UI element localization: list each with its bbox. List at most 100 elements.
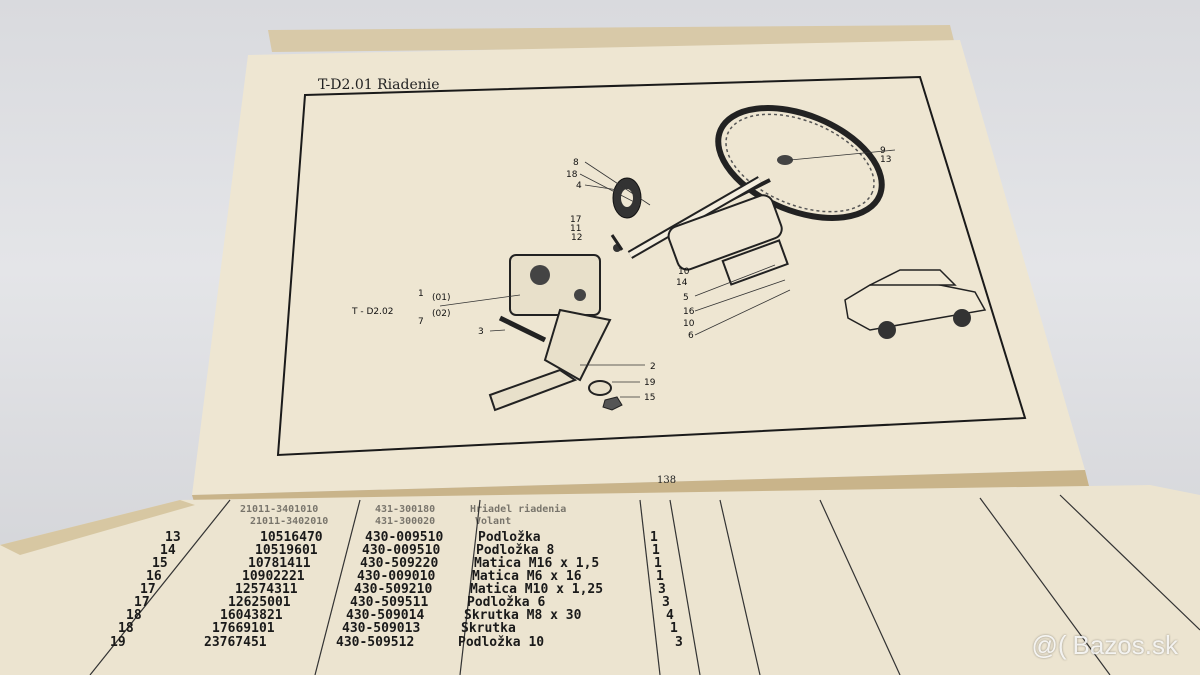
page-shadow-edge (192, 470, 1090, 505)
at-icon: @( (1031, 630, 1067, 660)
svg-text:17669101: 17669101 (212, 621, 275, 636)
callout-8: 8 (573, 158, 579, 168)
table-row: 16 10902221 430-009010 Matica M6 x 16 1 (146, 569, 664, 584)
svg-text:Hriadel riadenia: Hriadel riadenia (470, 503, 566, 515)
svg-text:430-509013: 430-509013 (342, 621, 420, 636)
svg-text:431-300020: 431-300020 (375, 516, 435, 527)
callout-11: 11 (570, 224, 581, 234)
svg-text:10781411: 10781411 (248, 556, 311, 571)
svg-text:1: 1 (656, 569, 664, 584)
callout-2: 2 (650, 362, 656, 372)
callout-ref-02: (02) (432, 309, 450, 319)
svg-text:1: 1 (650, 530, 658, 545)
svg-text:Podložka 8: Podložka 8 (476, 543, 554, 558)
svg-text:1: 1 (654, 556, 662, 571)
callout-labels: 8 18 4 17 11 12 9 13 10 14 5 16 10 6 1 7… (351, 146, 896, 403)
svg-text:430-509512: 430-509512 (336, 635, 414, 650)
callout-1: 1 (418, 289, 424, 299)
svg-text:17: 17 (140, 582, 156, 597)
callout-7: 7 (418, 317, 424, 327)
callout-6: 6 (688, 331, 694, 341)
svg-text:Matica M10 x 1,25: Matica M10 x 1,25 (470, 582, 603, 597)
svg-text:15: 15 (152, 556, 168, 571)
callout-12: 12 (571, 233, 582, 243)
svg-text:3: 3 (675, 635, 683, 650)
svg-text:430-509511: 430-509511 (350, 595, 428, 610)
callout-18: 18 (566, 170, 578, 180)
callout-4: 4 (576, 181, 582, 191)
callout-3: 3 (478, 327, 484, 337)
svg-text:17: 17 (134, 595, 150, 610)
svg-text:Skrutka M8 x 30: Skrutka M8 x 30 (464, 608, 582, 623)
lower-paper (0, 485, 1200, 675)
svg-text:430-509014: 430-509014 (346, 608, 424, 623)
car-drawing (844, 269, 987, 339)
callout-13: 13 (880, 155, 891, 165)
table-row: 17 12574311 430-509210 Matica M10 x 1,25… (140, 582, 666, 597)
svg-text:10519601: 10519601 (255, 543, 318, 558)
parts-table-rows: 13 10516470 430-009510 Podložka 1 14 105… (110, 530, 683, 650)
svg-text:430-009010: 430-009010 (357, 569, 435, 584)
svg-text:16: 16 (146, 569, 162, 584)
callout-10b: 10 (683, 319, 695, 329)
svg-text:23767451: 23767451 (204, 635, 267, 650)
svg-text:21011-3401010: 21011-3401010 (240, 504, 318, 515)
diagram-frame (276, 75, 1027, 457)
steering-column-drawing (610, 176, 789, 286)
svg-text:Skrutka: Skrutka (461, 621, 516, 636)
table-row: 15 10781411 430-509220 Matica M16 x 1,5 … (152, 556, 662, 571)
gearbox-drawing (488, 254, 623, 412)
svg-text:3: 3 (658, 582, 666, 597)
table-grid (89, 494, 1200, 675)
callout-17: 17 (570, 215, 581, 225)
svg-text:16043821: 16043821 (220, 608, 283, 623)
svg-text:10902221: 10902221 (242, 569, 305, 584)
callout-10a: 10 (678, 267, 690, 277)
callout-5: 5 (683, 293, 689, 303)
svg-text:Podložka: Podložka (478, 530, 541, 545)
svg-text:1: 1 (652, 543, 660, 558)
svg-text:3: 3 (662, 595, 670, 610)
svg-text:430-509210: 430-509210 (354, 582, 432, 597)
svg-text:12625001: 12625001 (228, 595, 291, 610)
svg-text:431-300180: 431-300180 (375, 504, 435, 515)
svg-text:19: 19 (110, 635, 126, 650)
svg-text:Podložka 10: Podložka 10 (458, 635, 544, 650)
watermark: @( Bazos.sk (1031, 630, 1178, 661)
faint-rows: 21011-3401010 431-300180 Hriadel riadeni… (240, 503, 566, 527)
svg-text:430-009510: 430-009510 (362, 543, 440, 558)
callout-ref-01: (01) (432, 293, 450, 303)
svg-text:430-509220: 430-509220 (360, 556, 438, 571)
svg-text:Volant: Volant (475, 516, 511, 527)
callout-15: 15 (644, 393, 655, 403)
svg-text:1: 1 (670, 621, 678, 636)
callout-ref: T - D2.02 (351, 307, 393, 317)
table-row: 18 17669101 430-509013 Skrutka 1 (118, 621, 678, 636)
svg-text:Podložka 6: Podložka 6 (467, 595, 545, 610)
page-number: 138 (657, 475, 676, 486)
svg-text:Matica M16 x 1,5: Matica M16 x 1,5 (474, 556, 599, 571)
table-row: 19 23767451 430-509512 Podložka 10 3 (110, 635, 683, 650)
svg-text:13: 13 (165, 530, 181, 545)
table-row: 17 12625001 430-509511 Podložka 6 3 (134, 595, 670, 610)
svg-text:14: 14 (160, 543, 176, 558)
page-title: T-D2.01 Riadenie (318, 77, 440, 93)
svg-text:4: 4 (666, 608, 674, 623)
callout-16: 16 (683, 307, 695, 317)
svg-text:12574311: 12574311 (235, 582, 298, 597)
watermark-text: Bazos.sk (1072, 630, 1179, 660)
svg-text:21011-3402010: 21011-3402010 (250, 516, 328, 527)
page-paper (192, 40, 1085, 495)
table-row: 13 10516470 430-009510 Podložka 1 (165, 530, 658, 545)
svg-text:430-009510: 430-009510 (365, 530, 443, 545)
svg-text:10516470: 10516470 (260, 530, 323, 545)
callout-19: 19 (644, 378, 656, 388)
svg-text:18: 18 (126, 608, 142, 623)
callout-14: 14 (676, 278, 688, 288)
table-row: 14 10519601 430-009510 Podložka 8 1 (160, 543, 660, 558)
svg-text:Matica M6 x 16: Matica M6 x 16 (472, 569, 582, 584)
table-row: 18 16043821 430-509014 Skrutka M8 x 30 4 (126, 608, 674, 623)
